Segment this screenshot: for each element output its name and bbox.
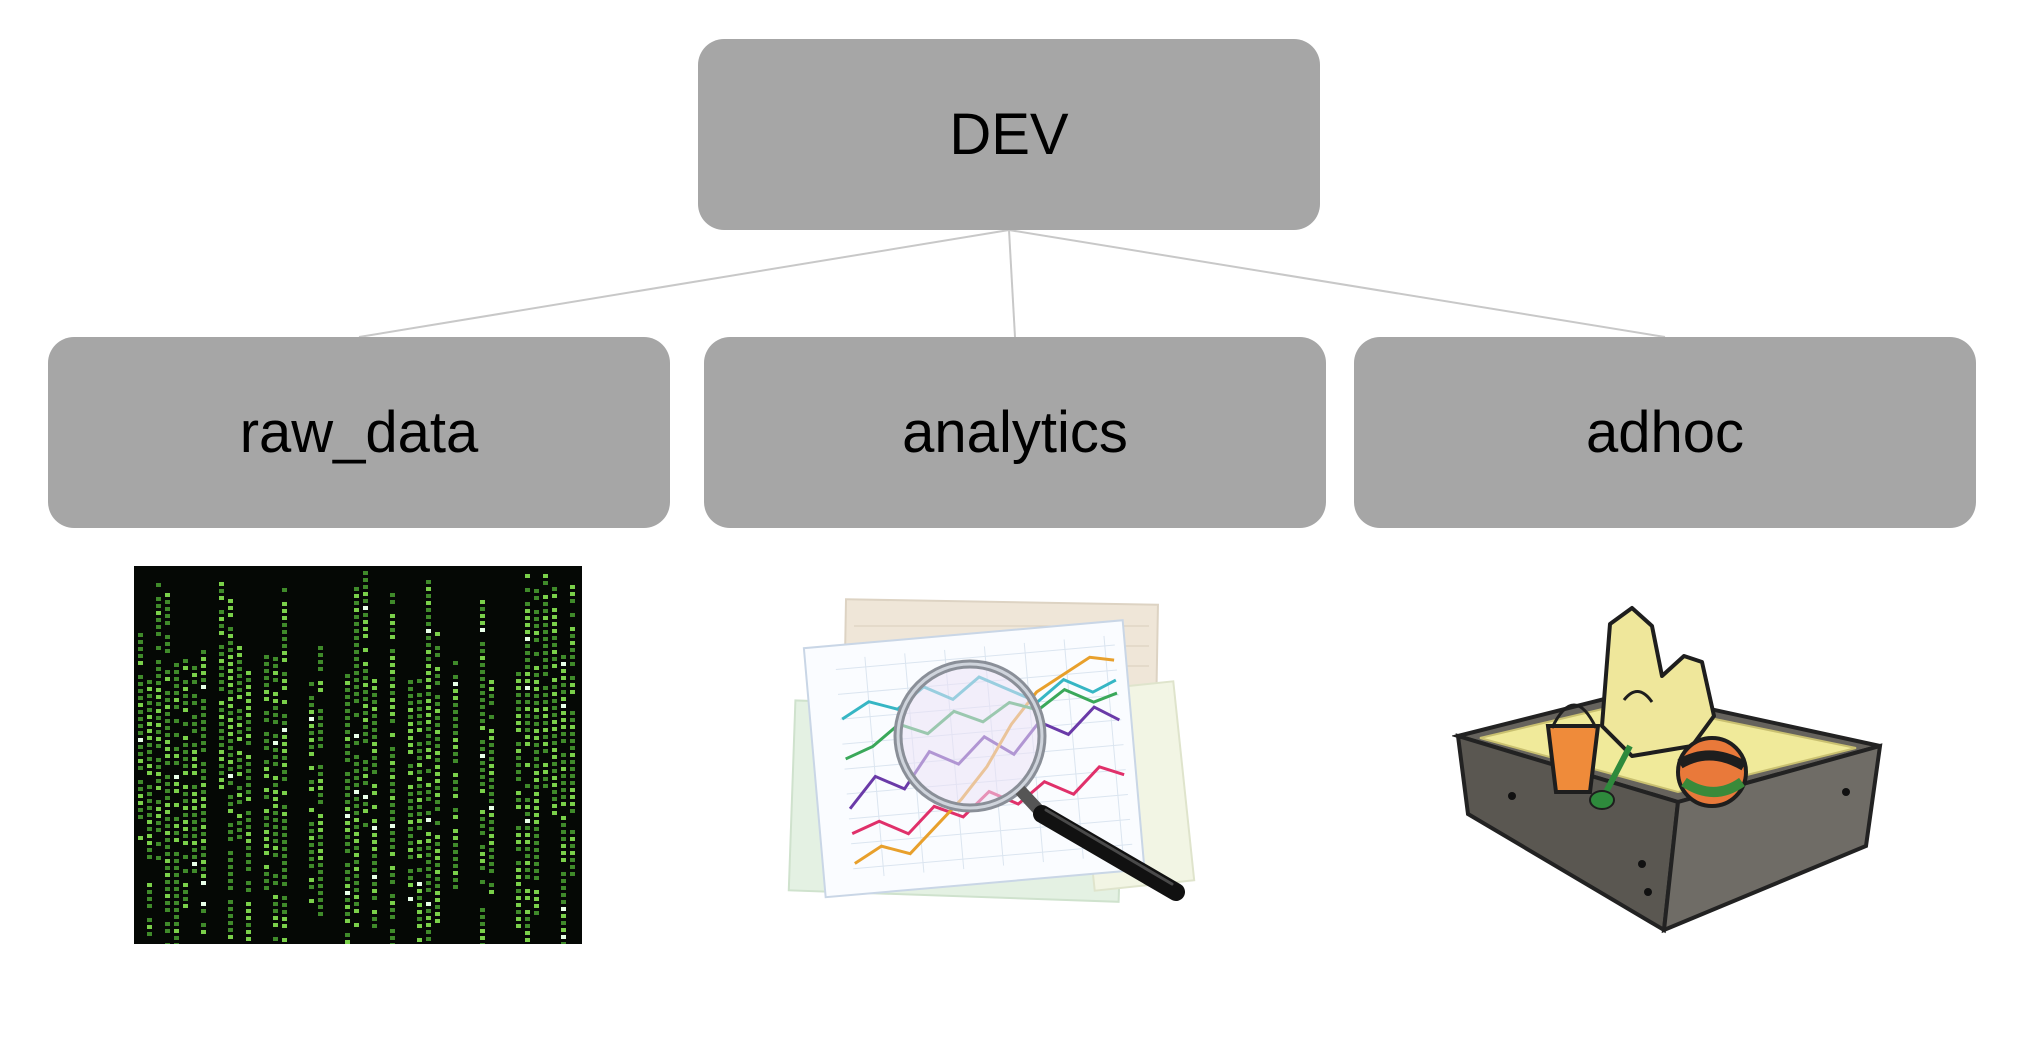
charts-magnifier-image — [787, 598, 1196, 903]
connector-adhoc — [1008, 229, 1666, 338]
child-node-adhoc: adhoc — [1354, 337, 1976, 528]
child-node-label: raw_data — [239, 400, 479, 465]
child-node-raw-data: raw_data — [48, 337, 670, 528]
child-node-label: analytics — [902, 400, 1128, 465]
root-node-label: DEV — [949, 102, 1069, 167]
root-node-dev: DEV — [698, 39, 1320, 230]
connector-analytics — [1008, 229, 1016, 338]
matrix-code-rain-image — [134, 566, 582, 944]
child-node-analytics: analytics — [704, 337, 1326, 528]
child-node-label: adhoc — [1585, 400, 1745, 465]
connector-raw-data — [358, 229, 1010, 338]
sandbox-toys-image — [1452, 606, 1883, 934]
